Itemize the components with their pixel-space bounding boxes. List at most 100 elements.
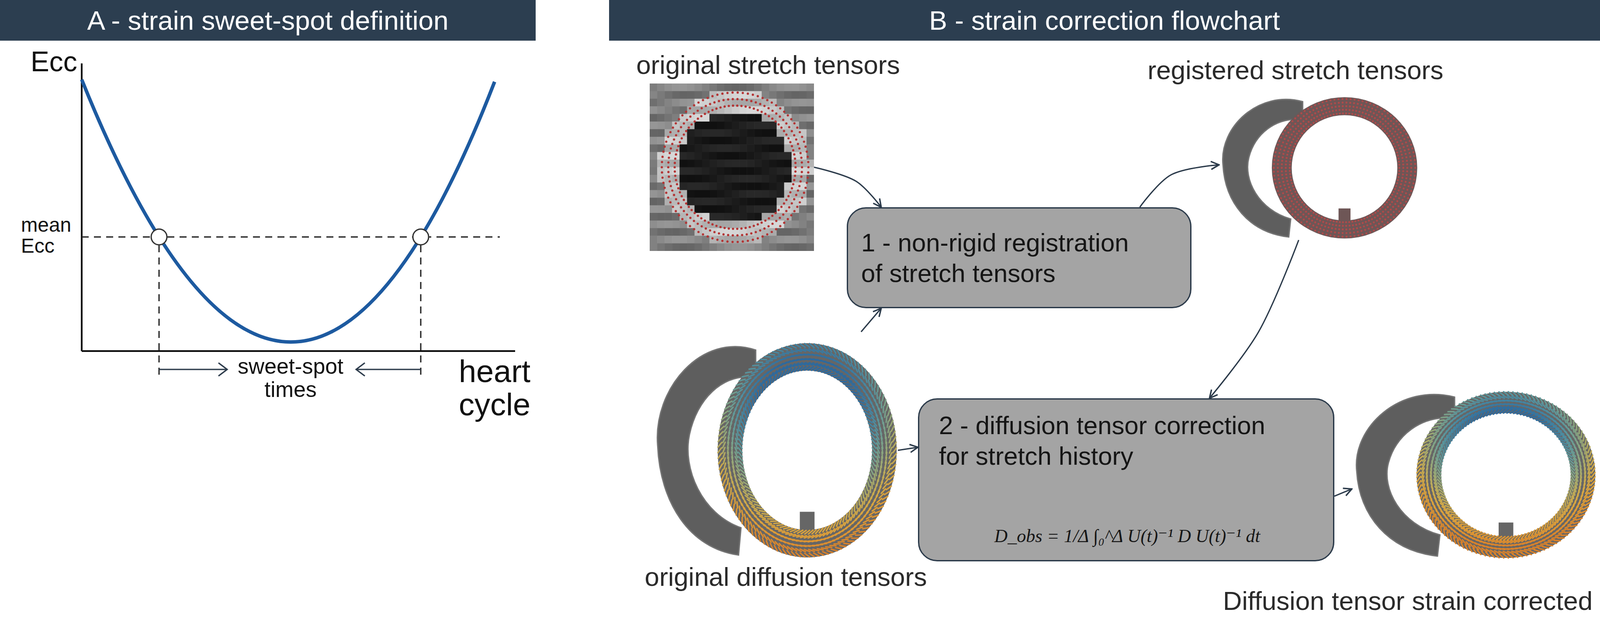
mri-pixel <box>776 197 785 206</box>
image-caption: registered stretch tensors <box>1147 55 1444 86</box>
mri-pixel <box>686 90 695 99</box>
stretch-dot <box>1367 227 1370 230</box>
stretch-dot <box>767 225 770 228</box>
mri-pixel <box>761 197 770 206</box>
stretch-dot <box>1378 222 1381 225</box>
stretch-dot <box>796 205 799 208</box>
stretch-dot <box>1361 233 1364 236</box>
stretch-dot <box>675 153 678 156</box>
stretch-dot <box>690 123 693 126</box>
tensor-glyph <box>746 489 752 492</box>
tensor-glyph <box>758 534 761 541</box>
mri-pixel <box>664 83 673 92</box>
stretch-dot <box>1388 130 1392 133</box>
stretch-dot <box>1278 139 1281 142</box>
mri-pixel <box>709 98 718 107</box>
tensor-glyph <box>726 416 731 422</box>
tensor-glyph <box>840 380 847 382</box>
stretch-dot <box>1409 143 1413 146</box>
stretch-dot <box>1319 114 1322 117</box>
tensor-glyph <box>769 378 772 385</box>
stretch-dot <box>1348 221 1351 224</box>
stretch-dot <box>1294 197 1297 201</box>
stretch-dot <box>690 208 693 212</box>
stretch-dot <box>1384 124 1387 128</box>
mri-pixel <box>686 106 695 115</box>
mri-pixel <box>806 98 814 107</box>
step-text: 1 - non-rigid registration of stretch te… <box>861 227 1146 288</box>
tensor-glyph <box>723 431 727 437</box>
stretch-dot <box>1392 127 1395 130</box>
tensor-glyph <box>821 370 828 373</box>
mri-pixel <box>724 128 733 137</box>
stretch-dot <box>1305 122 1308 125</box>
stretch-dot <box>679 206 683 209</box>
stretch-dot <box>1356 106 1359 109</box>
stretch-dot <box>1361 221 1365 225</box>
stretch-dot <box>1314 229 1317 232</box>
tensor-glyph <box>730 391 737 395</box>
tensor-glyph <box>770 358 777 359</box>
stretch-dot <box>700 114 703 118</box>
tensor-glyph <box>758 382 761 389</box>
stretch-dot <box>1345 112 1348 115</box>
stretch-dot <box>1324 107 1327 111</box>
stretch-dot <box>681 218 684 221</box>
mri-pixel <box>746 83 755 92</box>
tensor-glyph <box>842 515 845 522</box>
stretch-dot <box>661 155 664 158</box>
stretch-dot <box>696 222 699 225</box>
tensor-glyph <box>795 552 800 557</box>
mri-pixel <box>724 152 733 160</box>
tensor-glyph <box>809 343 815 348</box>
mri-pixel <box>657 174 665 183</box>
mri-pixel <box>739 182 748 191</box>
mri-pixel <box>754 205 762 214</box>
stretch-dot <box>1301 200 1304 204</box>
stretch-dot <box>1386 112 1389 115</box>
stretch-dot <box>1333 235 1336 238</box>
mri-pixel <box>806 228 814 236</box>
stretch-dot <box>1411 147 1414 150</box>
mri-pixel <box>671 106 680 115</box>
stretch-dot <box>1295 132 1299 136</box>
mri-pixel <box>754 182 762 191</box>
mri-pixel <box>686 167 695 176</box>
mri-pixel <box>709 121 718 130</box>
stretch-dot <box>1374 224 1377 227</box>
tensor-glyph <box>776 524 783 526</box>
stretch-dot <box>789 117 793 121</box>
mri-pixel <box>768 90 777 99</box>
stretch-dot <box>1371 213 1375 216</box>
mri-pixel <box>754 190 762 198</box>
tensor-glyph <box>827 346 832 351</box>
mri-pixel <box>776 121 785 130</box>
mri-pixel <box>739 128 748 137</box>
mri-pixel <box>686 128 695 137</box>
stretch-dot <box>756 108 759 111</box>
stretch-dot <box>1286 207 1289 210</box>
mri-pixel <box>739 136 748 145</box>
stretch-dot <box>1281 192 1285 195</box>
mri-pixel <box>791 174 800 183</box>
tensor-glyph <box>784 369 788 375</box>
stretch-dot <box>1281 200 1285 203</box>
stretch-dot <box>748 225 751 229</box>
stretch-dot <box>1396 133 1399 136</box>
mri-pixel <box>686 205 695 214</box>
image-panel: registered stretch tensors <box>1219 89 1419 240</box>
stretch-dot <box>1319 227 1322 230</box>
stretch-dot <box>804 186 807 189</box>
mri-pixel <box>776 90 785 99</box>
stretch-dot <box>1281 159 1284 163</box>
tensor-glyph <box>834 376 841 378</box>
tensor-glyph <box>889 474 895 479</box>
mri-pixel <box>791 243 800 251</box>
stretch-dot <box>1378 217 1382 220</box>
tensor-glyph <box>739 420 741 427</box>
stretch-dot <box>1337 98 1340 101</box>
tensor-glyph <box>750 402 752 409</box>
tensor-glyph <box>821 547 828 549</box>
stretch-dot <box>1353 231 1356 234</box>
mri-pixel <box>709 220 718 229</box>
